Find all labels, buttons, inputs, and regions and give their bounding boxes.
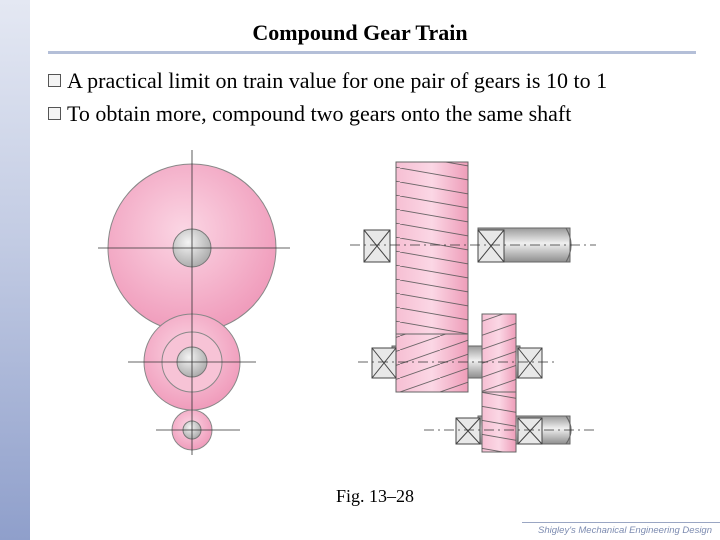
- side-band: [0, 0, 30, 540]
- bullet-item: To obtain more, compound two gears onto …: [48, 97, 607, 130]
- center-lines: [98, 150, 290, 455]
- bullet-box-icon: [48, 74, 61, 87]
- bullet-box-icon: [48, 107, 61, 120]
- bearings: [363, 229, 543, 445]
- title-rule: [48, 51, 696, 54]
- figure-caption: Fig. 13–28: [335, 486, 414, 506]
- footer-rule: [522, 522, 720, 523]
- shaft-center-lines: [350, 244, 596, 431]
- slide-title: Compound Gear Train: [252, 20, 468, 45]
- gear-end-view: [98, 150, 290, 455]
- gear-side-view: [350, 161, 596, 453]
- bullet-item: A practical limit on train value for one…: [48, 64, 607, 97]
- bullet-list: A practical limit on train value for one…: [48, 64, 607, 130]
- footer-text: Shigley's Mechanical Engineering Design: [538, 525, 712, 536]
- bullet-text: A practical limit on train value for one…: [67, 67, 608, 93]
- bullet-text: To obtain more, compound two gears onto …: [67, 100, 572, 126]
